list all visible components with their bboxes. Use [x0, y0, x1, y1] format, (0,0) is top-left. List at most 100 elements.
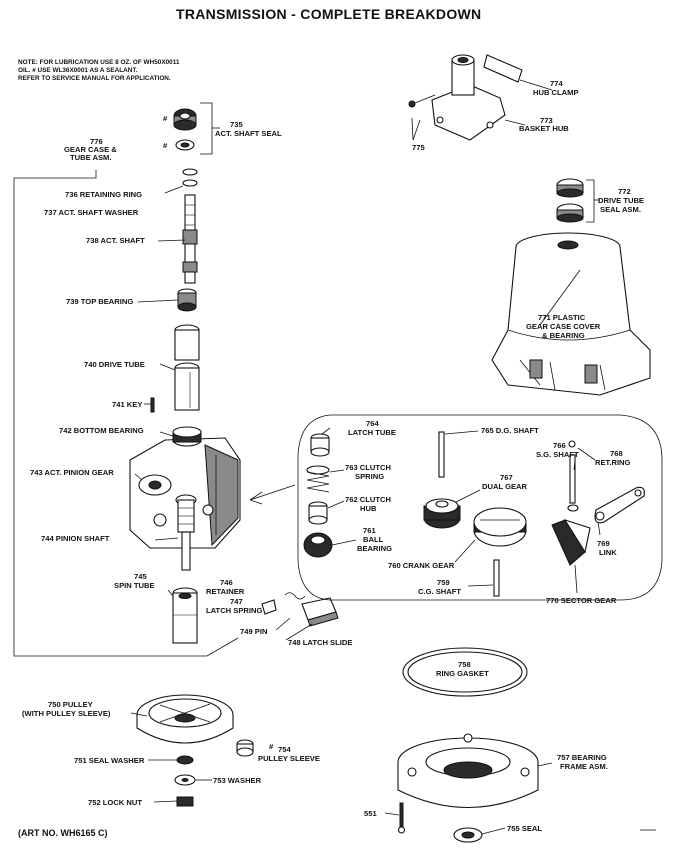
- label-758-num: 758: [458, 660, 471, 669]
- label-748: 748 LATCH SLIDE: [288, 638, 352, 647]
- label-775: 775: [412, 143, 425, 152]
- key-part: [150, 397, 155, 413]
- label-769-name: LINK: [599, 548, 617, 557]
- act-shaft: [182, 194, 198, 284]
- leader-lines: [130, 239, 601, 816]
- label-745-name: SPIN TUBE: [114, 581, 155, 590]
- label-751: 751 SEAL WASHER: [74, 756, 145, 765]
- retaining-ring-washer: [164, 168, 198, 194]
- label-762-line2: HUB: [360, 504, 377, 513]
- label-753: 753 WASHER: [213, 776, 262, 785]
- note-line-2: OIL. # USE WL36X0001 AS A SEALANT.: [18, 67, 138, 74]
- label-736: 736 RETAINING RING: [65, 190, 142, 199]
- note-line-3: REFER TO SERVICE MANUAL FOR APPLICATION.: [18, 75, 171, 82]
- label-767-name: DUAL GEAR: [482, 482, 528, 491]
- label-757-line1: 757 BEARING: [557, 753, 607, 762]
- sector-gear-parts: [551, 440, 645, 566]
- label-770: 770 SECTOR GEAR: [546, 596, 617, 605]
- label-768-name: RET.RING: [595, 458, 631, 467]
- gear-case-bracket-line: [13, 170, 239, 657]
- label-750-line2: (WITH PULLEY SLEEVE): [22, 709, 111, 718]
- label-761-line2: BEARING: [357, 544, 392, 553]
- gear-parts: [423, 431, 527, 597]
- ring-gasket: [402, 647, 528, 697]
- label-740: 740 DRIVE TUBE: [84, 360, 145, 369]
- label-747-num: 747: [230, 597, 243, 606]
- label-767-num: 767: [500, 473, 513, 482]
- drive-tube-seal: [556, 178, 600, 223]
- label-760: 760 CRANK GEAR: [388, 561, 455, 570]
- basket-hub-assembly: [408, 54, 553, 141]
- label-771-line1: 771 PLASTIC: [538, 313, 586, 322]
- label-745-num: 745: [134, 572, 147, 581]
- bearing-frame: [397, 733, 553, 808]
- top-bearing: [177, 288, 197, 312]
- label-769-num: 769: [597, 539, 610, 548]
- label-744: 744 PINION SHAFT: [41, 534, 110, 543]
- label-737: 737 ACT. SHAFT WASHER: [44, 208, 139, 217]
- label-771-line2: GEAR CASE COVER: [526, 322, 601, 331]
- latch-parts: [261, 592, 339, 641]
- label-761-line1: BALL: [363, 535, 384, 544]
- part-labels: 735 ACT. SHAFT SEAL 776 GEAR CASE & TUBE…: [22, 79, 644, 833]
- label-735-num: 735: [230, 120, 243, 129]
- label-772-num: 772: [618, 187, 631, 196]
- label-735-name: ACT. SHAFT SEAL: [215, 129, 282, 138]
- label-746-name: RETAINER: [206, 587, 245, 596]
- note-line-1: NOTE: FOR LUBRICATION USE 8 OZ. OF WH50X…: [18, 59, 180, 66]
- drive-tube: [174, 324, 200, 411]
- detail-region-outline: [297, 414, 663, 601]
- label-759-name: C.G. SHAFT: [418, 587, 461, 596]
- spin-tube: [172, 587, 198, 644]
- label-768-num: 768: [610, 449, 623, 458]
- label-551: 551: [364, 809, 377, 818]
- label-759-num: 759: [437, 578, 450, 587]
- label-739: 739 TOP BEARING: [66, 297, 133, 306]
- label-738: 738 ACT. SHAFT: [86, 236, 145, 245]
- clutch-parts: [303, 433, 333, 558]
- act-shaft-seal-parts: # #: [163, 102, 220, 155]
- label-771-line3: & BEARING: [542, 331, 585, 340]
- label-747-name: LATCH SPRING: [206, 606, 262, 615]
- label-750-line1: 750 PULLEY: [48, 700, 93, 709]
- label-772-line1: DRIVE TUBE: [598, 196, 644, 205]
- hash-mark-2: #: [163, 141, 168, 150]
- label-763-line1: 763 CLUTCH: [345, 463, 391, 472]
- art-number: (ART NO. WH6165 C): [18, 828, 108, 838]
- label-776-line2: TUBE ASM.: [70, 153, 111, 162]
- gear-case-cover: [491, 232, 651, 396]
- label-763-line2: SPRING: [355, 472, 384, 481]
- hash-mark-3: #: [269, 742, 274, 751]
- label-757-line2: FRAME ASM.: [560, 762, 608, 771]
- label-758-name: RING GASKET: [436, 669, 489, 678]
- label-773-name: BASKET HUB: [519, 124, 569, 133]
- label-773-num: 773: [540, 116, 553, 125]
- label-774-name: HUB CLAMP: [533, 88, 579, 97]
- label-761-num: 761: [363, 526, 376, 535]
- diagram-title: TRANSMISSION - COMPLETE BREAKDOWN: [176, 6, 481, 22]
- label-776-line1: GEAR CASE &: [64, 145, 117, 154]
- label-749: 749 PIN: [240, 627, 267, 636]
- label-774-num: 774: [550, 79, 563, 88]
- label-765: 765 D.G. SHAFT: [481, 426, 539, 435]
- label-764-name: LATCH TUBE: [348, 428, 396, 437]
- label-754-name: PULLEY SLEEVE: [258, 754, 320, 763]
- label-772-line2: SEAL ASM.: [600, 205, 641, 214]
- label-764-num: 764: [366, 419, 379, 428]
- label-755: 755 SEAL: [507, 824, 542, 833]
- label-746-num: 746: [220, 578, 233, 587]
- label-743: 743 ACT. PINION GEAR: [30, 468, 114, 477]
- label-752: 752 LOCK NUT: [88, 798, 142, 807]
- label-762-line1: 762 CLUTCH: [345, 495, 391, 504]
- label-741: 741 KEY: [112, 400, 142, 409]
- label-766-num: 766: [553, 441, 566, 450]
- label-742: 742 BOTTOM BEARING: [59, 426, 144, 435]
- label-776-num: 776: [90, 137, 103, 146]
- hash-mark-1: #: [163, 114, 168, 123]
- callout-arrow: [249, 484, 296, 505]
- screw-and-seal: [397, 802, 506, 843]
- pulley-assembly: #: [136, 694, 274, 807]
- gear-case-body: [129, 426, 241, 571]
- label-766-name: S.G. SHAFT: [536, 450, 579, 459]
